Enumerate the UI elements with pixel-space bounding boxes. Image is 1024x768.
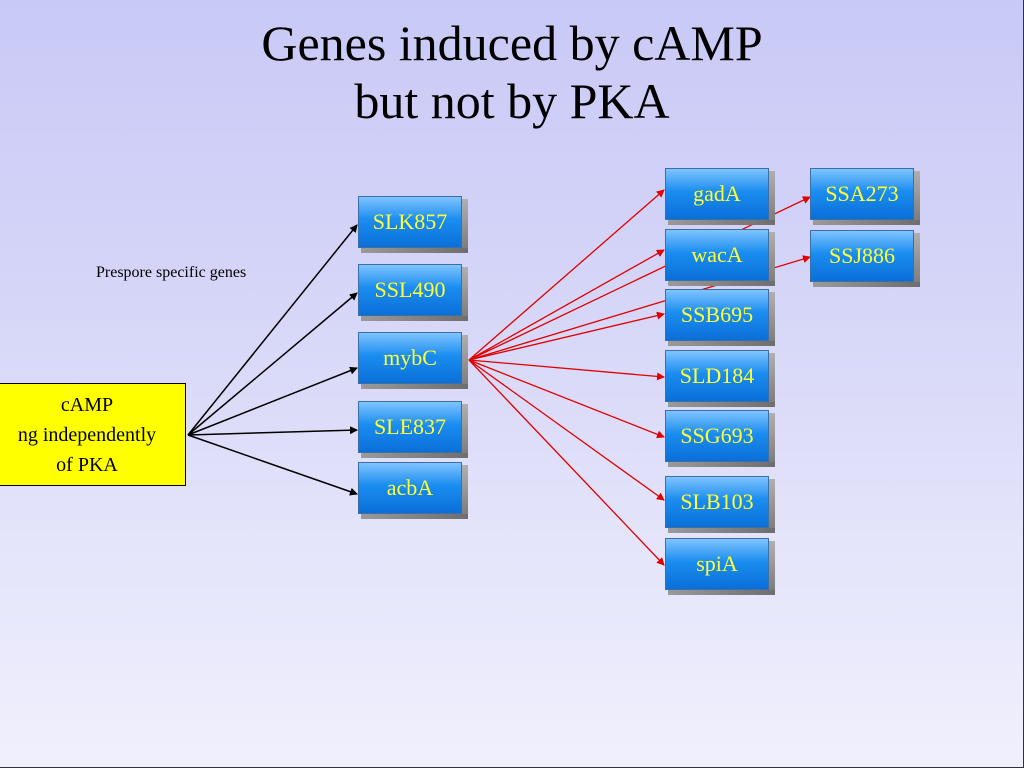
source-line-2: ng independently — [17, 423, 157, 446]
gene-label-slk857: SLK857 — [358, 196, 462, 248]
gene-box-gada: gadA — [665, 168, 777, 226]
gene-box-slk857: SLK857 — [358, 196, 470, 254]
gene-label-mybc: mybC — [358, 332, 462, 384]
arrow-mybc-slb103 — [468, 359, 665, 501]
camp-source-box: cAMP ng independently of PKA — [0, 383, 186, 486]
arrow-camp-ssl490 — [187, 292, 358, 436]
arrow-mybc-gada — [468, 189, 665, 361]
arrow-camp-slk857 — [187, 224, 358, 436]
arrow-mybc-sld184 — [468, 359, 665, 381]
gene-label-sle837: SLE837 — [358, 401, 462, 453]
gene-label-acba: acbA — [358, 462, 462, 514]
gene-box-ssb695: SSB695 — [665, 289, 777, 347]
gene-label-ssb695: SSB695 — [665, 289, 769, 341]
arrow-camp-sle837 — [187, 426, 358, 436]
title-line-1: Genes induced by cAMP — [261, 15, 763, 71]
gene-box-ssa273: SSA273 — [810, 168, 922, 226]
gene-box-spia: spiA — [665, 538, 777, 596]
title-line-2: but not by PKA — [354, 73, 670, 129]
arrow-camp-acba — [187, 434, 358, 496]
arrow-mybc-waca — [468, 249, 665, 361]
source-line-3: of PKA — [56, 453, 118, 476]
arrow-mybc-spia — [468, 359, 665, 566]
gene-box-sle837: SLE837 — [358, 401, 470, 459]
gene-box-mybc: mybC — [358, 332, 470, 390]
arrow-mybc-ssb695 — [468, 311, 665, 361]
prespore-note: Prespore specific genes — [96, 264, 247, 281]
gene-label-ssa273: SSA273 — [810, 168, 914, 220]
gene-box-sld184: SLD184 — [665, 350, 777, 408]
slide-title: Genes induced by cAMP but not by PKA — [0, 14, 1024, 130]
gene-box-ssj886: SSJ886 — [810, 230, 922, 288]
gene-label-ssg693: SSG693 — [665, 410, 769, 462]
gene-label-waca: wacA — [665, 229, 769, 281]
gene-label-gada: gadA — [665, 168, 769, 220]
gene-label-spia: spiA — [665, 538, 769, 590]
arrow-camp-mybc — [187, 366, 358, 436]
gene-label-slb103: SLB103 — [665, 476, 769, 528]
arrow-mybc-ssg693 — [468, 359, 665, 439]
source-line-1: cAMP — [60, 393, 114, 416]
gene-box-slb103: SLB103 — [665, 476, 777, 534]
gene-box-ssg693: SSG693 — [665, 410, 777, 468]
gene-label-sld184: SLD184 — [665, 350, 769, 402]
gene-label-ssj886: SSJ886 — [810, 230, 914, 282]
gene-box-waca: wacA — [665, 229, 777, 287]
gene-box-ssl490: SSL490 — [358, 264, 470, 322]
gene-label-ssl490: SSL490 — [358, 264, 462, 316]
gene-box-acba: acbA — [358, 462, 470, 520]
